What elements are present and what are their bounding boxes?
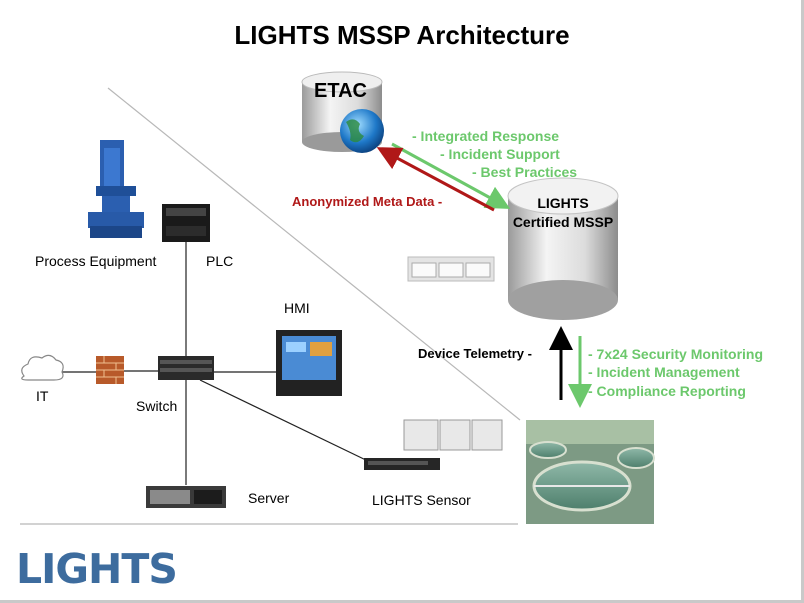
water-treatment-photo xyxy=(526,420,655,524)
hmi-label: HMI xyxy=(284,300,310,316)
switch-icon xyxy=(158,356,214,380)
sensor-device-icon xyxy=(364,458,440,470)
etac-service-item: - Incident Support xyxy=(440,146,560,162)
etac-label: ETAC xyxy=(314,80,367,102)
arrow-etac-to-mssp xyxy=(391,142,511,209)
it-label: IT xyxy=(36,388,49,404)
lights-logo: LIGHTS xyxy=(16,545,178,593)
plc-icon xyxy=(162,204,210,242)
plc-label: PLC xyxy=(206,253,234,269)
server-label: Server xyxy=(248,490,290,506)
switch-label: Switch xyxy=(136,398,178,414)
dashboard-thumbnail-icon xyxy=(407,256,495,282)
etac-service-item: - Best Practices xyxy=(472,164,578,180)
mssp-service-item: - Incident Management xyxy=(588,364,740,380)
page-title: LIGHTS MSSP Architecture xyxy=(234,20,570,50)
server-icon xyxy=(146,486,226,508)
pump-icon xyxy=(88,140,144,238)
mssp-label: LIGHTS Certified MSSP xyxy=(512,195,614,230)
sensor-dashboard-icon xyxy=(403,419,503,451)
mssp-database-icon xyxy=(507,177,619,320)
boundary-diagonal xyxy=(107,87,521,421)
mssp-service-item: - 7x24 Security Monitoring xyxy=(588,346,764,362)
globe-icon xyxy=(340,109,384,153)
mssp-service-item: - Compliance Reporting xyxy=(588,383,746,399)
cloud-icon xyxy=(21,354,64,381)
arrow-mssp-to-etac xyxy=(376,147,495,212)
sensor-label: LIGHTS Sensor xyxy=(372,492,471,508)
etac-service-item: - Integrated Response xyxy=(412,128,560,144)
network-wires xyxy=(62,232,371,485)
firewall-icon xyxy=(96,356,124,384)
hmi-icon xyxy=(276,330,342,396)
anonymized-meta-data-label: Anonymized Meta Data - xyxy=(292,194,443,209)
device-telemetry-label: Device Telemetry - xyxy=(418,346,532,361)
process-equipment-label: Process Equipment xyxy=(35,253,157,269)
